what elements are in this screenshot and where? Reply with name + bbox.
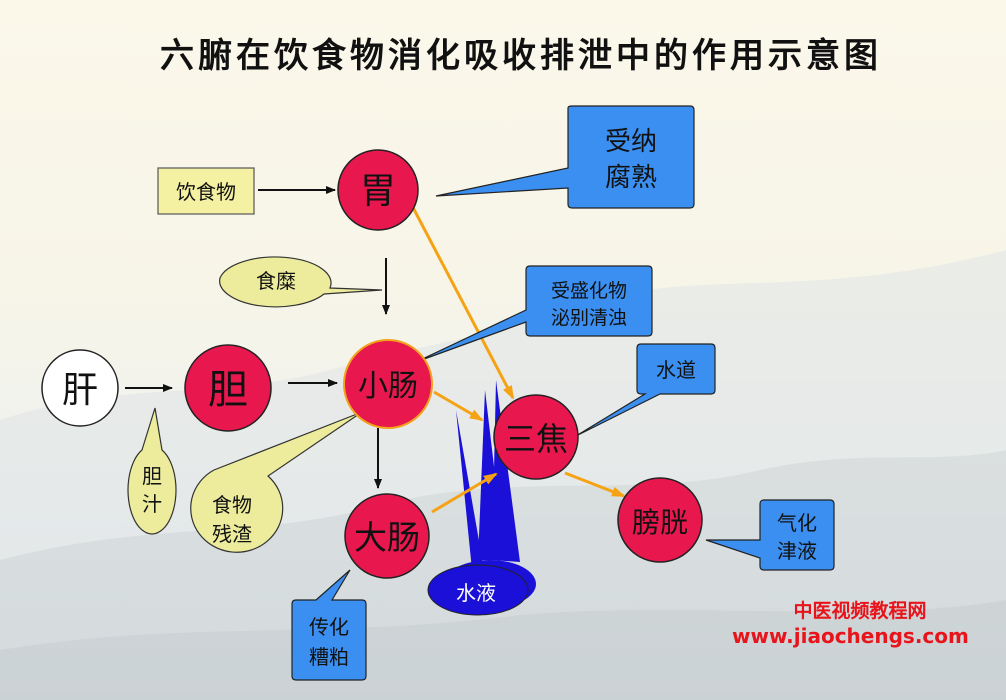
callout-bile-line1: 胆 [142,464,162,488]
callout-waterway: 水道 [575,343,716,437]
callout-residue-line2: 残渣 [212,522,252,546]
arrow-large-intestine-to-sanjiao [431,472,498,514]
brand-name: 中医视频教程网 [793,600,927,622]
water-pool: 水液 [427,560,536,616]
callout-residue: 食物 残渣 [190,411,363,553]
callout-chuanhua: 传化 糟粕 [291,569,367,681]
food-box-label: 饮食物 [176,180,236,204]
callout-bile: 胆 汁 [127,407,177,535]
callout-waterway-label: 水道 [656,358,696,382]
node-liver[interactable]: 肝 [41,349,119,427]
callout-qihua-line2: 津液 [777,539,817,563]
node-bladder[interactable]: 膀胱 [617,477,703,563]
node-bladder-label: 膀胱 [632,506,688,539]
callout-chuanhua-line1: 传化 [309,615,349,639]
node-large-intestine[interactable]: 大肠 [344,493,430,579]
node-stomach-label: 胃 [360,171,396,212]
node-small-intestine-label: 小肠 [358,369,418,404]
arrow-stomach-to-sanjiao [406,197,515,400]
callout-qihua: 气化 津液 [705,499,835,571]
node-small-intestine[interactable]: 小肠 [343,339,433,429]
callout-receiving-line2: 腐熟 [605,163,657,193]
water-pool-label: 水液 [456,581,496,605]
brand-url[interactable]: www.jiaochengs.com [732,624,969,648]
page-title: 六腑在饮食物消化吸收排泄中的作用示意图 [160,36,882,76]
node-sanjiao-label: 三焦 [504,420,568,458]
callout-chyme-label: 食糜 [256,269,296,293]
node-liver-label: 肝 [62,370,98,411]
callout-qihua-line1: 气化 [777,511,817,535]
node-gallbladder-label: 胆 [208,367,248,413]
food-box: 饮食物 [157,167,255,215]
callout-chuanhua-line2: 糟粕 [309,645,349,669]
node-large-intestine-label: 大肠 [354,518,420,557]
callout-receiving: 受纳 腐熟 [435,105,695,209]
callout-transform-line1: 受盛化物 [551,280,627,302]
callout-receiving-line1: 受纳 [605,127,657,157]
node-sanjiao[interactable]: 三焦 [493,394,579,480]
callout-residue-line1: 食物 [212,493,252,517]
arrow-sanjiao-to-bladder [564,471,626,498]
callout-transform: 受盛化物 泌别清浊 [415,265,653,363]
node-stomach[interactable]: 胃 [337,149,419,231]
callout-bile-line2: 汁 [142,492,162,516]
callout-transform-line2: 泌别清浊 [551,307,627,329]
callout-chyme: 食糜 [219,256,383,308]
arrow-small-intestine-to-sanjiao [433,390,484,422]
node-gallbladder[interactable]: 胆 [184,344,272,432]
